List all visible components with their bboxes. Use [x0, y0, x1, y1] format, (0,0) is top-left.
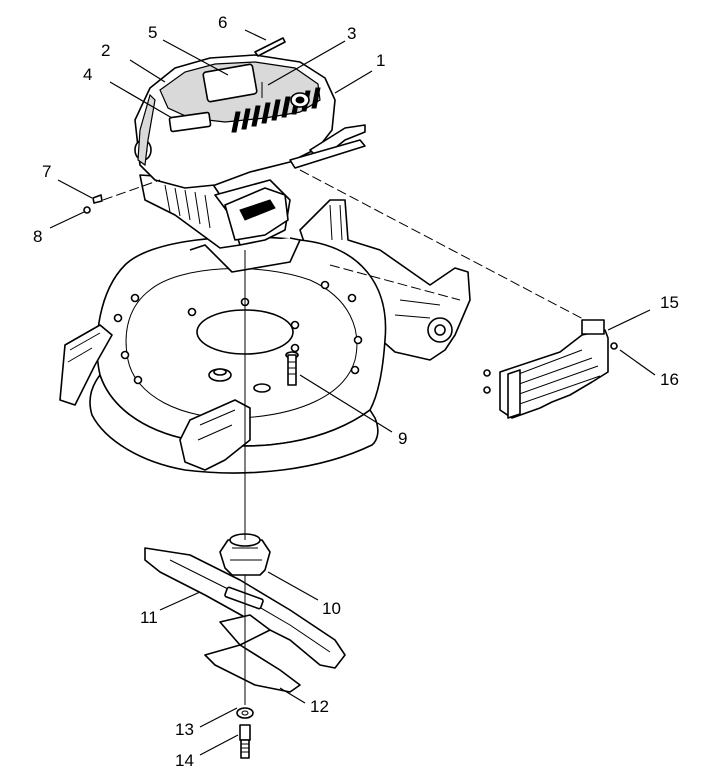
callout-7: 7: [42, 162, 51, 181]
callout-6: 6: [218, 13, 227, 32]
callout-15: 15: [660, 293, 679, 312]
callout-16: 16: [660, 370, 679, 389]
guard-screws: [483, 342, 618, 394]
engine-mount-fastener: [83, 194, 103, 214]
callout-12: 12: [310, 697, 329, 716]
deck-bolt: [285, 351, 299, 386]
callout-10: 10: [322, 599, 341, 618]
callout-labels: 1 2 3 4 5 6 7 8 9 10 11 12 13 14 15 16: [33, 13, 679, 770]
callout-2: 2: [101, 41, 110, 60]
mower-deck: [59, 199, 471, 474]
callout-11: 11: [140, 608, 158, 627]
callout-4: 4: [83, 65, 92, 84]
callout-14: 14: [175, 751, 194, 770]
alignment-lines: [102, 169, 586, 705]
callout-13: 13: [175, 720, 194, 739]
callout-9: 9: [398, 429, 407, 448]
callout-8: 8: [33, 227, 42, 246]
callout-3: 3: [347, 24, 356, 43]
callout-1: 1: [376, 51, 385, 70]
rear-guard: [483, 319, 618, 419]
leader-lines: [49, 29, 656, 756]
deck-bolt-holes: [113, 280, 363, 385]
engine-assembly: [134, 37, 366, 249]
callout-5: 5: [148, 23, 157, 42]
